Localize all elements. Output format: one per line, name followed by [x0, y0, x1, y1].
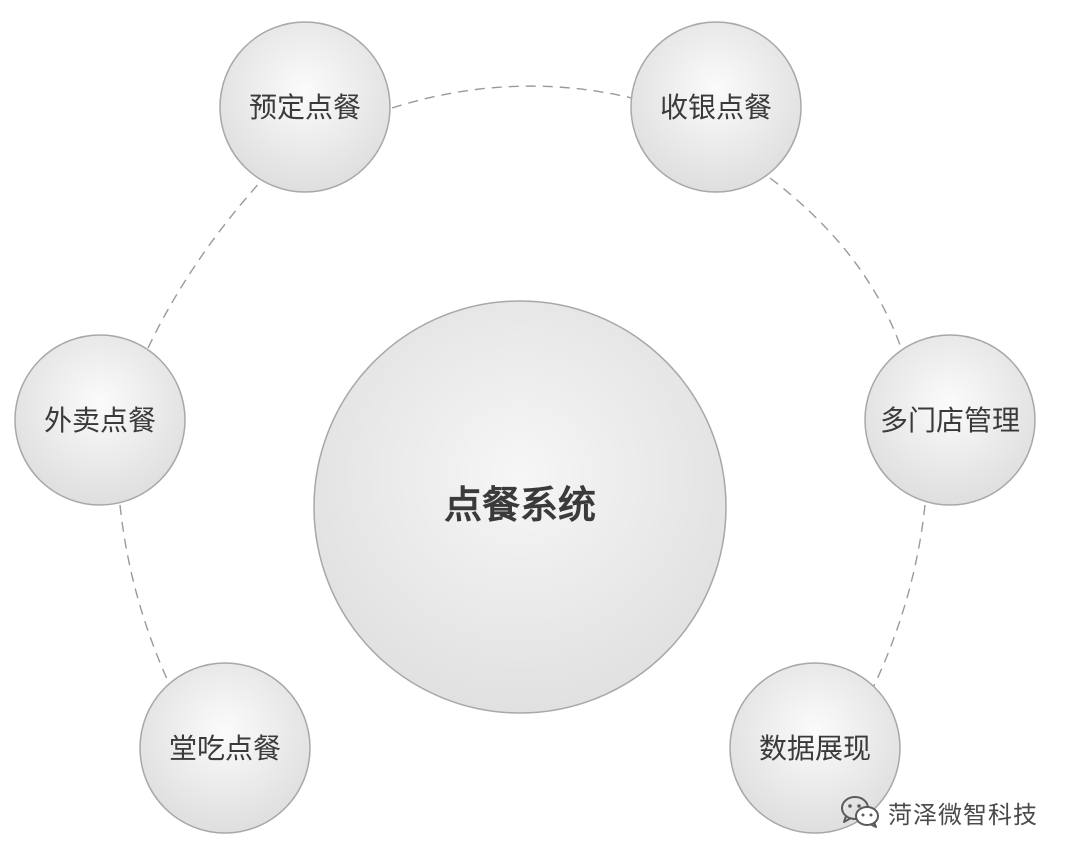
node-cashier-label: 收银点餐	[660, 91, 772, 124]
node-reserve-label: 预定点餐	[249, 91, 361, 124]
node-multistore: 多门店管理	[864, 334, 1036, 506]
node-dinein-circle	[139, 662, 311, 834]
center-node-circle	[313, 300, 727, 714]
node-cashier-circle	[630, 21, 802, 193]
node-takeout-label: 外卖点餐	[44, 404, 156, 437]
center-node-label: 点餐系统	[444, 483, 596, 527]
node-takeout-circle	[14, 334, 186, 506]
connector-group	[119, 85, 926, 691]
node-reserve: 预定点餐	[219, 21, 391, 193]
node-data: 数据展现	[729, 662, 901, 834]
connector-multistore-data	[871, 504, 926, 691]
node-data-label: 数据展现	[759, 732, 871, 765]
node-takeout: 外卖点餐	[14, 334, 186, 506]
node-cashier: 收银点餐	[630, 21, 802, 193]
node-multistore-circle	[864, 334, 1036, 506]
connector-reserve-cashier	[391, 85, 633, 109]
connector-takeout-reserve	[147, 179, 263, 349]
watermark-text: 菏泽微智科技	[888, 800, 1038, 829]
connector-takeout-dinein	[119, 504, 173, 691]
node-dinein-label: 堂吃点餐	[169, 732, 281, 765]
watermark: 菏泽微智科技	[840, 794, 1038, 830]
node-data-circle	[729, 662, 901, 834]
connector-cashier-multistore	[769, 177, 901, 346]
node-dinein: 堂吃点餐	[139, 662, 311, 834]
node-reserve-circle	[219, 21, 391, 193]
center-node: 点餐系统	[313, 300, 727, 714]
wechat-icon	[840, 795, 880, 829]
node-multistore-label: 多门店管理	[880, 404, 1020, 437]
